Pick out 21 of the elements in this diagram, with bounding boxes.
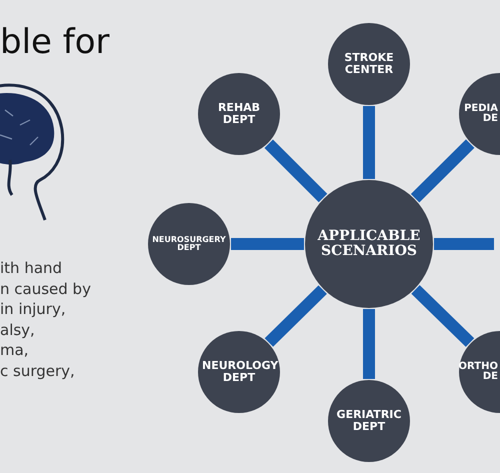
connector-bar <box>434 238 494 250</box>
department-circle: NEUROSURGERY DEPT <box>148 203 230 285</box>
body-text: in injury, <box>0 300 66 318</box>
connector-bar <box>231 238 304 250</box>
department-circle: GERIATRIC DEPT <box>328 380 410 462</box>
title: ble for <box>0 22 110 62</box>
connector-bar <box>264 285 327 347</box>
body-text: ith hand <box>0 259 62 277</box>
department-circle: REHAB DEPT <box>198 73 280 155</box>
connector-bar <box>363 106 375 179</box>
connector-bar <box>411 285 474 347</box>
connector-bar <box>264 139 328 202</box>
connector-bar <box>410 139 474 202</box>
connector-bar <box>363 309 375 379</box>
body-text: alsy, <box>0 320 35 338</box>
body-text: ma, <box>0 341 29 359</box>
body-text: n caused by <box>0 280 91 298</box>
body-text: c surgery, <box>0 362 75 380</box>
department-circle: NEUROLOGY DEPT <box>198 331 280 413</box>
hub-circle: APPLICABLE SCENARIOS <box>305 180 433 308</box>
department-circle: STROKE CENTER <box>328 23 410 105</box>
